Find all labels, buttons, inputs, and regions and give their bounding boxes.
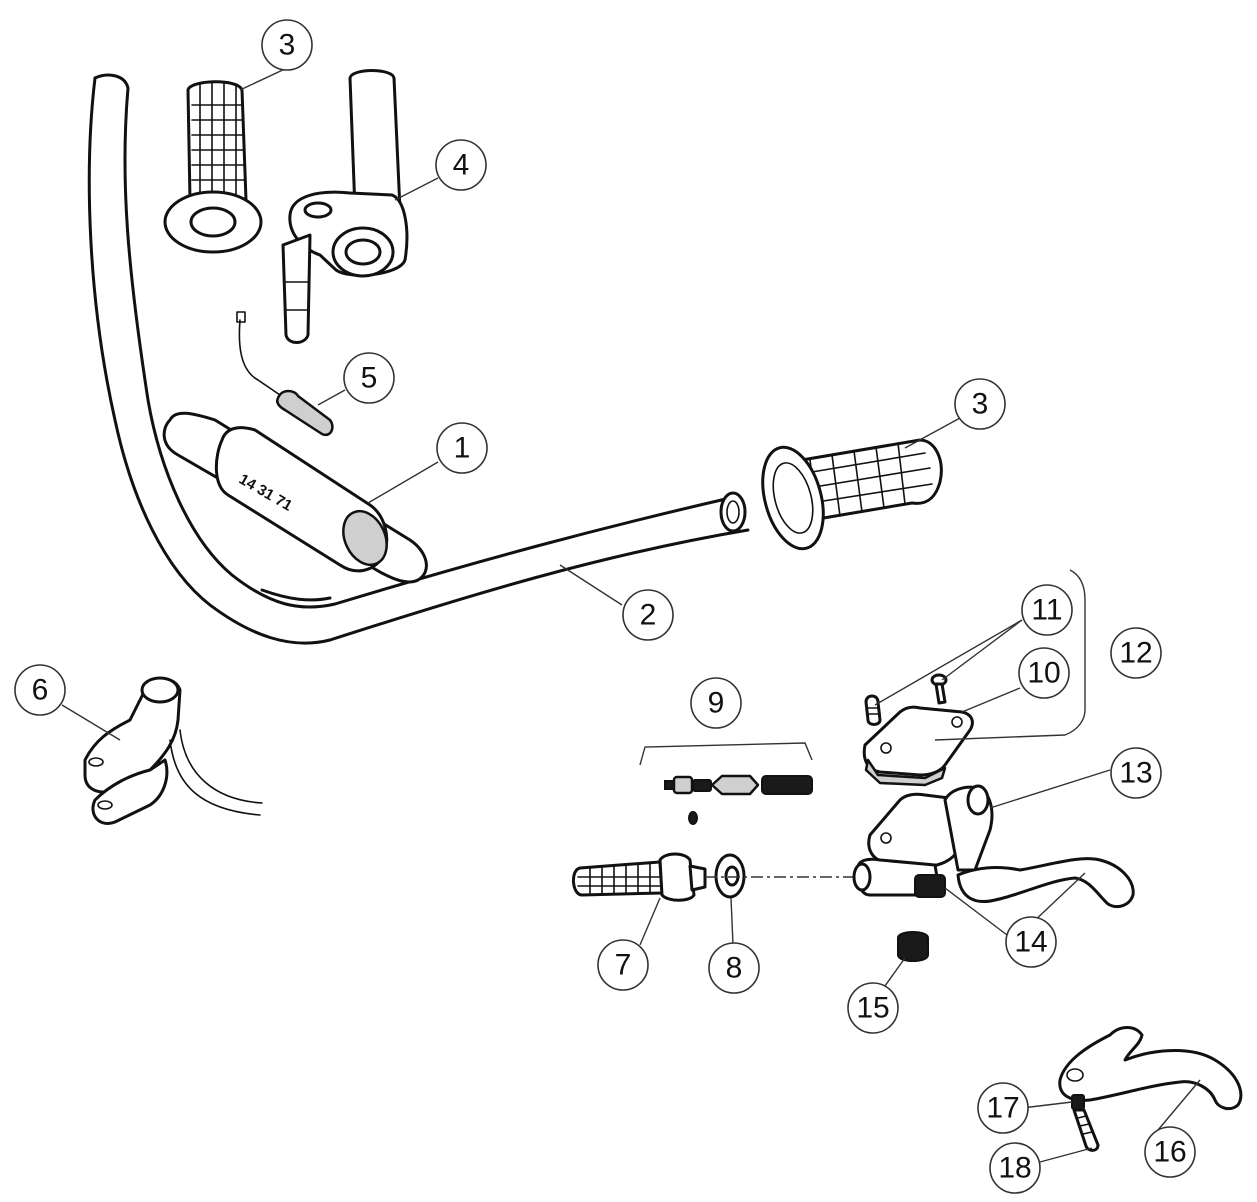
callout-number: 9 <box>708 687 725 720</box>
callout-number: 12 <box>1119 637 1152 670</box>
callout-number: 7 <box>615 949 632 982</box>
callout-number: 11 <box>1031 594 1062 627</box>
callout-number: 18 <box>998 1152 1031 1185</box>
callout-adjuster: 14 <box>1005 916 1057 968</box>
callout-pivot-bolt: 18 <box>989 1142 1041 1194</box>
lever-drawing <box>1058 1026 1243 1152</box>
grip-left-drawing <box>163 80 263 254</box>
handlebar-drawing <box>87 73 750 645</box>
callout-number: 17 <box>986 1092 1019 1125</box>
piston-kit-drawing <box>639 742 813 825</box>
callout-piston-kit: 9 <box>690 677 742 729</box>
callout-pivot-nut: 17 <box>977 1082 1029 1134</box>
callout-number: 16 <box>1153 1136 1186 1169</box>
callout-number: 5 <box>361 362 378 395</box>
throttle-cable-drawing <box>236 311 334 437</box>
callout-handlebar: 2 <box>622 589 674 641</box>
hose-fitting-drawing <box>572 852 707 902</box>
callout-cap-screws: 11 <box>1021 584 1073 636</box>
callout-adjuster-nut: 15 <box>847 982 899 1034</box>
callout-grip-right: 3 <box>954 378 1006 430</box>
callout-number: 1 <box>454 432 471 465</box>
callout-number: 10 <box>1027 657 1060 690</box>
callout-grip-left: 3 <box>261 19 313 71</box>
callout-number: 14 <box>1014 926 1047 959</box>
cap-kit-drawing <box>862 569 1086 787</box>
grip-right-drawing <box>761 438 943 551</box>
callout-number: 13 <box>1119 757 1152 790</box>
callout-washer: 8 <box>708 942 760 994</box>
callout-handlebar-pad: 1 <box>436 422 488 474</box>
callout-number: 3 <box>972 388 989 421</box>
callout-number: 8 <box>726 952 743 985</box>
callout-throttle-housing: 4 <box>435 139 487 191</box>
callout-number: 15 <box>856 992 889 1025</box>
callout-master-cylinder: 13 <box>1110 747 1162 799</box>
callout-number: 4 <box>453 149 470 182</box>
throttle-drawing <box>281 69 409 344</box>
callout-cap-kit: 12 <box>1110 627 1162 679</box>
adjuster-nut-drawing <box>897 931 929 962</box>
callout-throttle-cable: 5 <box>343 352 395 404</box>
handlebar-pad-drawing: 14 31 71 <box>162 411 428 584</box>
callout-reservoir-cap: 10 <box>1018 647 1070 699</box>
callout-bar-clamp: 6 <box>14 664 66 716</box>
bar-clamp-drawing <box>83 676 263 825</box>
callout-lever: 16 <box>1144 1126 1196 1178</box>
master-cylinder-drawing <box>852 784 1135 909</box>
callout-number: 2 <box>640 599 657 632</box>
callout-number: 6 <box>32 674 49 707</box>
callout-number: 3 <box>279 29 296 62</box>
leader-lines <box>61 67 1201 1163</box>
washer-drawing <box>705 853 855 899</box>
callout-hose-fitting: 7 <box>597 939 649 991</box>
